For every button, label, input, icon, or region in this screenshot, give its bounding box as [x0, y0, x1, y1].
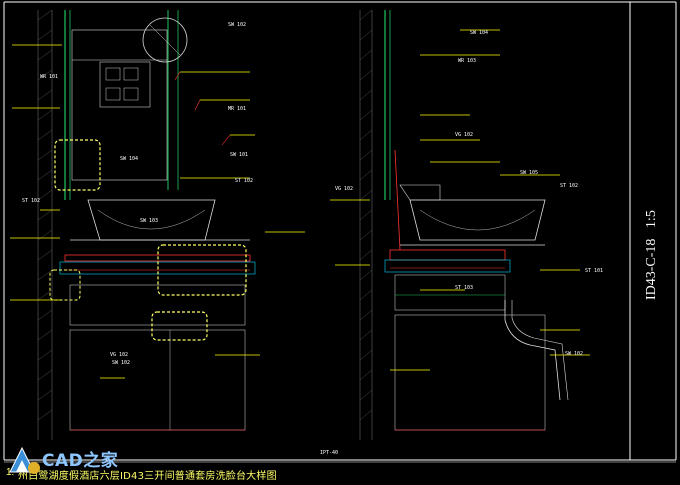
tag-label: ST 103	[455, 285, 474, 291]
drawing-title-prefix: 州白鹭湖度假酒店六层	[18, 471, 120, 482]
tag-label: SW 101	[230, 152, 249, 158]
drawing-scale: 1:5	[644, 210, 659, 229]
tag-label: VG 102	[455, 132, 474, 138]
tag-label: WR 103	[458, 58, 477, 64]
tag-label: WR 101	[40, 74, 59, 80]
tag-label: ST 102	[235, 178, 254, 184]
tag-label: IPT-40	[320, 450, 339, 456]
tag-label: VG 102	[110, 352, 129, 358]
tag-label: MR 101	[228, 106, 247, 112]
drawing-code: ID43-C-18 1:5	[644, 210, 660, 300]
tag-label: SW 102	[228, 22, 247, 28]
tag-label: ST 102	[560, 183, 579, 189]
drawing-title: 州白鹭湖度假酒店六层ID43三开间普通套房洗脸台大样图	[18, 467, 277, 482]
drawing-title-main: ID43三开间普通套房洗脸台大样图	[120, 471, 277, 482]
cad-home-logo-icon	[9, 446, 40, 474]
tag-label: SW 105	[520, 170, 539, 176]
tag-label: SW 103	[140, 218, 159, 224]
logo-text: CAD之家	[42, 451, 119, 471]
tag-label: VG 102	[335, 186, 354, 192]
tag-label: ST 101	[585, 268, 604, 274]
drawing-code-text: ID43-C-18	[644, 238, 659, 300]
tag-label: SW 104	[120, 156, 139, 162]
tag-label: ST 102	[22, 198, 41, 204]
tag-label: SW 104	[470, 30, 489, 36]
tag-label: SW 102	[112, 360, 131, 366]
tag-label: SW 102	[565, 351, 584, 357]
